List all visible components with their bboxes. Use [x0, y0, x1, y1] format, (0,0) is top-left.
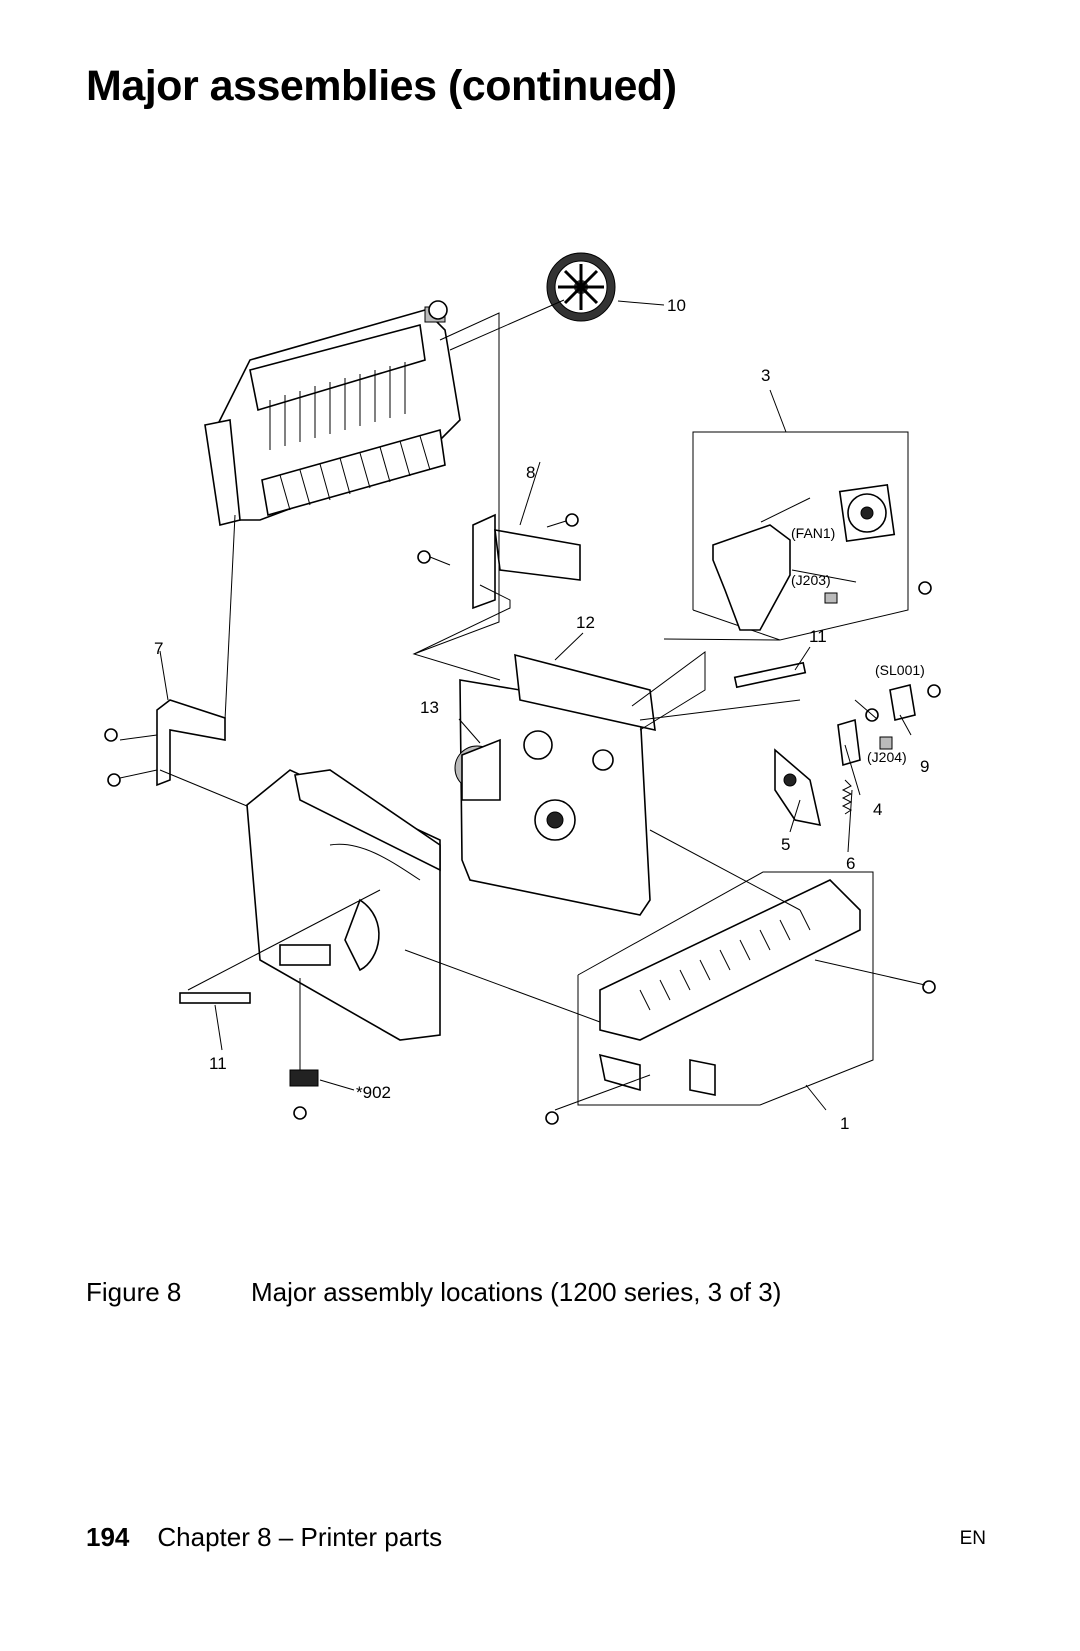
figure-caption: Figure 8 Major assembly locations (1200 s…	[86, 1277, 781, 1308]
callout-11-right: 11	[809, 627, 827, 646]
language-code: EN	[959, 1528, 986, 1549]
right-side-plate	[454, 653, 656, 916]
callout-1: 1	[840, 1114, 849, 1133]
callout-6: 6	[846, 854, 855, 873]
page-footer: 194 Chapter 8 – Printer parts EN	[86, 1522, 986, 1553]
figure-caption-text: Major assembly locations (1200 series, 3…	[251, 1277, 782, 1307]
bracket-7	[104, 699, 226, 787]
callout-902: *902	[356, 1083, 391, 1102]
ref-sl001: (SL001)	[875, 662, 925, 678]
callout-4: 4	[873, 800, 882, 819]
callout-labels: 10 3 8 12 11 7 13 9 4 5 6 11 *902 1 (FAN…	[154, 296, 929, 1133]
callout-12: 12	[576, 613, 595, 632]
chapter-title: Chapter 8 – Printer parts	[157, 1522, 443, 1552]
callout-9: 9	[920, 757, 929, 776]
callout-10: 10	[667, 296, 686, 315]
callout-7: 7	[154, 639, 163, 658]
callout-13: 13	[420, 698, 439, 717]
ref-j203: (J203)	[791, 572, 831, 588]
callout-8: 8	[526, 463, 535, 482]
bracket-8	[417, 513, 581, 610]
page-number: 194	[86, 1522, 130, 1552]
fuser-assembly	[204, 300, 461, 526]
leader-lines	[119, 299, 926, 1111]
fan-assembly	[692, 431, 932, 641]
page-title: Major assemblies (continued)	[86, 62, 677, 110]
figure-number: Figure 8	[86, 1277, 182, 1307]
ref-fan1: (FAN1)	[791, 525, 835, 541]
left-side-plate	[246, 769, 441, 1041]
callout-3: 3	[761, 366, 770, 385]
callout-11-left: 11	[209, 1054, 227, 1073]
gear-10	[546, 252, 616, 322]
paper-guide-assembly	[545, 871, 936, 1125]
ref-j204: (J204)	[867, 749, 907, 765]
callout-5: 5	[781, 835, 790, 854]
